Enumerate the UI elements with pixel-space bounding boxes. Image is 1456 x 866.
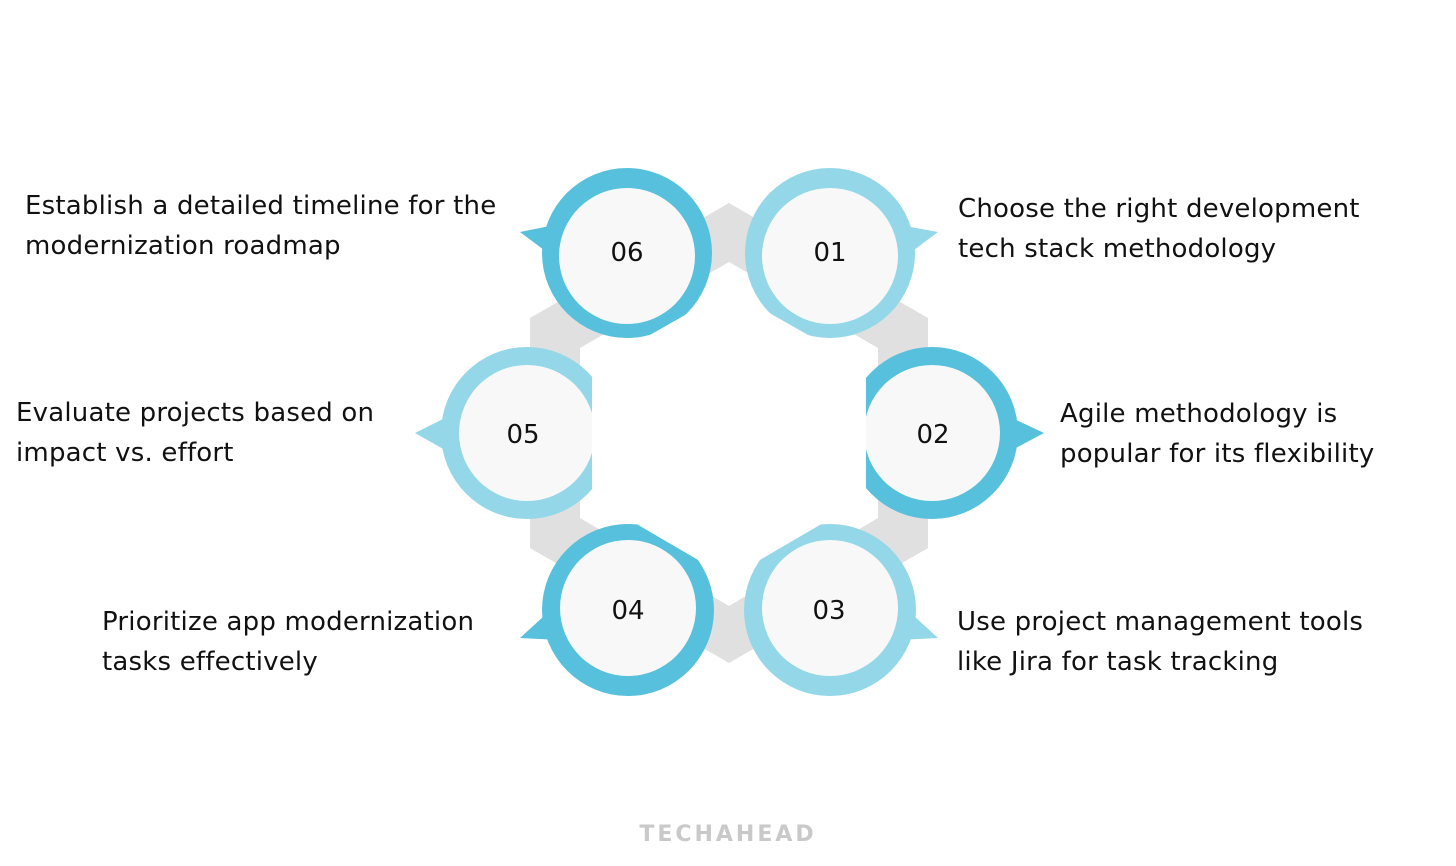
step-01-line2: tech stack methodology (958, 234, 1277, 264)
step-01-badge (745, 168, 938, 338)
step-06-line2: modernization roadmap (25, 231, 341, 261)
step-03-line2: like Jira for task tracking (957, 647, 1279, 677)
step-04-line2: tasks effectively (102, 647, 318, 677)
step-02-line2: popular for its flexibility (1060, 439, 1375, 469)
step-04-line1: Prioritize app modernization (102, 607, 475, 637)
step-05-text: Evaluate projects based on impact vs. ef… (16, 393, 374, 473)
step-04-badge (520, 524, 714, 696)
step-05-number: 05 (506, 420, 540, 450)
step-05-badge (415, 347, 613, 519)
techahead-logo: TECHAHEAD (639, 822, 817, 847)
step-01-text: Choose the right development tech stack … (958, 189, 1360, 269)
step-05-line2: impact vs. effort (16, 438, 234, 468)
step-02-number: 02 (916, 420, 950, 450)
step-01-number: 01 (813, 238, 847, 268)
step-06-line1: Establish a detailed timeline for the (25, 191, 497, 221)
step-03-number: 03 (812, 596, 846, 626)
hexagon-center (592, 290, 866, 578)
step-04-text: Prioritize app modernization tasks effec… (102, 602, 474, 682)
step-03-line1: Use project management tools (957, 607, 1364, 637)
step-01-line1: Choose the right development (958, 194, 1360, 224)
step-06-badge (520, 168, 712, 338)
step-05-line1: Evaluate projects based on (16, 398, 375, 428)
step-06-number: 06 (610, 238, 644, 268)
step-02-text: Agile methodology is popular for its fle… (1060, 394, 1374, 474)
step-03-text: Use project management tools like Jira f… (957, 602, 1363, 682)
step-06-text: Establish a detailed timeline for the mo… (25, 186, 496, 266)
step-03-badge (744, 524, 938, 696)
step-04-number: 04 (611, 596, 645, 626)
step-02-line1: Agile methodology is (1060, 399, 1338, 429)
step-02-badge (846, 347, 1044, 519)
